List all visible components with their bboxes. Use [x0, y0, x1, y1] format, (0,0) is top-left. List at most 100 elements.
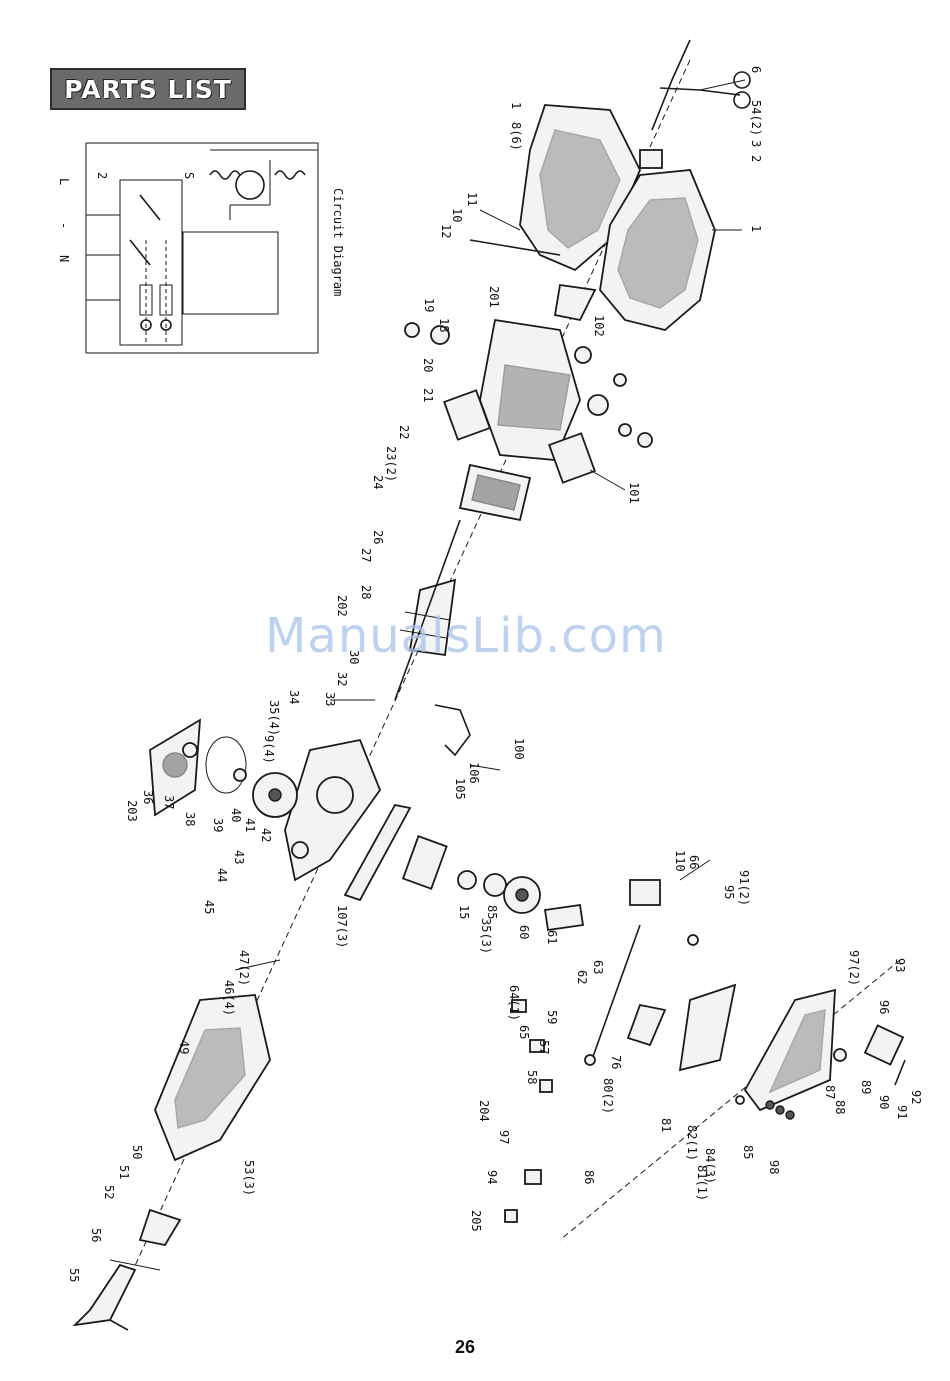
part-label: 40 — [229, 808, 243, 822]
part-label: 44 — [215, 868, 229, 882]
circuit-diagram — [85, 142, 319, 354]
part-label: 59 — [545, 1010, 559, 1024]
part-label: 95 — [722, 885, 736, 899]
part-label: 61 — [545, 930, 559, 944]
part-label: 203 — [125, 800, 139, 822]
part-label: 33 — [323, 692, 337, 706]
part-label: 10 — [450, 208, 464, 222]
part-label: 52 — [102, 1185, 116, 1199]
circuit-label-s: S — [182, 172, 196, 179]
part-label: 47(2) — [237, 950, 251, 986]
part-label: 50 — [130, 1145, 144, 1159]
part-label: 100 — [512, 738, 526, 760]
part-labels: 6 54(2) 3 2 1 1 8(6) 11 10 12 102 19 18 … — [67, 66, 923, 1282]
part-label: 96 — [877, 1000, 891, 1014]
part-label: 22 — [397, 425, 411, 439]
bracket-part — [434, 704, 471, 757]
part-label: 98 — [767, 1160, 781, 1174]
circuit-caption: Circuit Diagram — [331, 188, 345, 296]
part-label: 62 — [575, 970, 589, 984]
part-label: 58 — [525, 1070, 539, 1084]
power-cord — [651, 39, 751, 131]
part-label: 8(6) — [509, 122, 523, 151]
part-label: 93 — [893, 958, 907, 972]
part-label: 90 — [877, 1095, 891, 1109]
base-plate — [72, 1263, 137, 1331]
part-label: 43 — [232, 850, 246, 864]
housing-halves — [519, 104, 716, 331]
circuit-terminal-n: N — [57, 255, 71, 262]
part-label: 97(2) — [847, 950, 861, 986]
part-label: 204 — [477, 1100, 491, 1122]
part-label: 55 — [67, 1268, 81, 1282]
part-label: 97 — [497, 1130, 511, 1144]
part-label: 85 — [741, 1145, 755, 1159]
part-label: 81 — [659, 1118, 673, 1132]
part-label: 21 — [421, 388, 435, 402]
guide-rail — [343, 803, 541, 914]
lower-housing — [138, 994, 271, 1247]
part-label: 34 — [287, 690, 301, 704]
part-label: 85 — [485, 905, 499, 919]
part-label: 6 — [749, 66, 763, 73]
page-number: 26 — [455, 1337, 476, 1357]
part-label: 76 — [609, 1055, 623, 1069]
armature — [394, 519, 461, 701]
part-label: 81(1) — [695, 1165, 709, 1201]
part-label: 110 — [673, 850, 687, 872]
part-label: 30 — [347, 650, 361, 664]
part-label: 82(1) — [685, 1125, 699, 1161]
part-label: 53(3) — [242, 1160, 256, 1196]
part-label: 49 — [177, 1040, 191, 1054]
part-label: 23(2) — [384, 446, 398, 482]
part-label: 2 — [749, 155, 763, 162]
gear-box — [149, 718, 382, 882]
part-label: 38 — [183, 812, 197, 826]
part-label: 46(4) — [222, 980, 236, 1016]
part-label: 9(4) — [262, 735, 276, 764]
part-label: 35(4) — [267, 700, 281, 736]
part-label: 57 — [537, 1040, 551, 1054]
part-label: 64(1) — [507, 985, 521, 1021]
part-label: 89 — [859, 1080, 873, 1094]
part-label: 36 — [141, 790, 155, 804]
part-label: 27 — [359, 548, 373, 562]
part-label: 37 — [162, 795, 176, 809]
part-label: 1 — [509, 102, 523, 109]
part-label: 51 — [117, 1165, 131, 1179]
part-label: 94 — [485, 1170, 499, 1184]
part-label: 201 — [487, 286, 501, 308]
parts-list-title: PARTS LIST — [64, 74, 232, 104]
circuit-terminal-l: L — [57, 178, 71, 185]
parts-list-title-badge: PARTS LIST — [50, 68, 246, 110]
circuit-label-2: 2 — [95, 172, 109, 179]
part-label: 91(2) — [737, 870, 751, 906]
field-coil — [458, 463, 532, 522]
part-label: 66 — [687, 855, 701, 869]
leader-lines — [109, 79, 746, 1271]
part-label: 106 — [467, 762, 481, 784]
part-label: 19 — [422, 298, 436, 312]
part-label: 105 — [453, 778, 467, 800]
part-label: 42 — [259, 828, 273, 842]
part-label: 45 — [202, 900, 216, 914]
eccentric-shaft — [543, 879, 699, 946]
part-label: 91 — [895, 1105, 909, 1119]
part-label: 35(3) — [479, 918, 493, 954]
part-label: 15 — [457, 905, 471, 919]
part-label: 18 — [437, 318, 451, 332]
part-label: 24 — [371, 475, 385, 489]
part-label: 41 — [243, 818, 257, 832]
part-label: 102 — [592, 315, 606, 337]
circuit-terminal-dash: - — [57, 222, 71, 229]
part-label: 86 — [582, 1170, 596, 1184]
part-label: 92 — [909, 1090, 923, 1104]
part-label: 65 — [517, 1025, 531, 1039]
part-label: 26 — [371, 530, 385, 544]
motor-housing — [443, 318, 653, 484]
part-label: 56 — [89, 1228, 103, 1242]
part-label: 63 — [591, 960, 605, 974]
part-label: 88 — [833, 1100, 847, 1114]
part-label: 54(2) — [749, 100, 763, 136]
